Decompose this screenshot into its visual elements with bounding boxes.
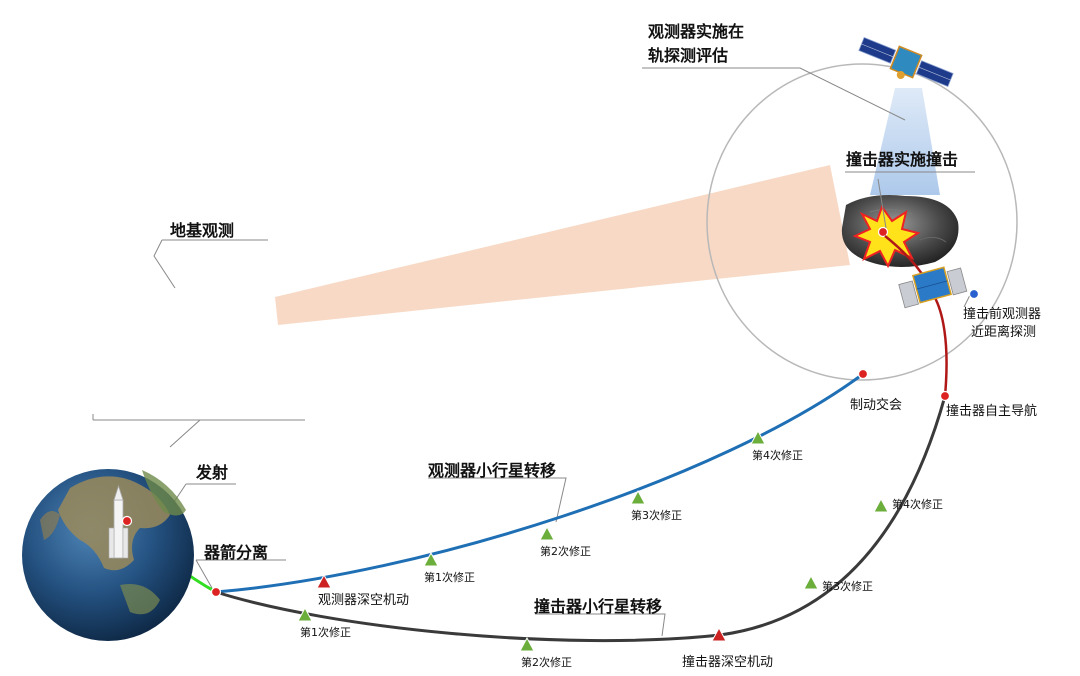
observer-maneuver-label: 观测器深空机动 (318, 593, 410, 608)
impactor-satellite-icon (898, 266, 968, 309)
separation-label: 器箭分离 (204, 543, 269, 562)
obs-correction-1-label: 第1次修正 (424, 571, 475, 584)
impact-point (877, 226, 889, 238)
imp-correction-1-label: 第1次修正 (300, 626, 351, 639)
ground-observation-label: 地基观测 (170, 221, 235, 240)
orbit-ellipse (706, 63, 1018, 381)
rocket-icon (108, 484, 129, 559)
close-detection-node (968, 288, 980, 300)
observer-maneuver-marker (316, 573, 332, 589)
obs-correction-1-marker (423, 551, 439, 567)
impact-label: 撞击器实施撞击 (846, 150, 959, 169)
obs-correction-4-label: 第4次修正 (752, 449, 803, 462)
observer-assessment-label-line1: 观测器实施在 (648, 22, 745, 41)
obs-correction-3-marker (630, 489, 646, 505)
impactor-transfer-label: 撞击器小行星转移 (534, 597, 663, 616)
observer-transfer-label: 观测器小行星转移 (428, 461, 557, 480)
imp-correction-2-label: 第2次修正 (521, 656, 572, 669)
impactor-autonav-label: 撞击器自主导航 (946, 404, 1038, 419)
observer-assessment-label-line2: 轨探测评估 (648, 46, 729, 65)
launch-label: 发射 (196, 463, 229, 482)
imp-correction-3-marker (803, 574, 819, 590)
ground-observation-beam (275, 165, 850, 325)
imp-correction-3-label: 第3次修正 (822, 580, 873, 593)
impactor-transfer-path (215, 395, 947, 643)
imp-correction-1-marker (297, 606, 313, 622)
imp-correction-2-marker (519, 636, 535, 652)
impactor-maneuver-label: 撞击器深空机动 (682, 655, 774, 670)
earth (22, 469, 194, 641)
impactor-autonav-node (939, 390, 951, 402)
observer-transfer-path (215, 372, 864, 594)
impactor-maneuver-marker (711, 626, 727, 642)
close-detection-label-line1: 撞击前观测器 (963, 307, 1042, 322)
obs-correction-2-marker (539, 525, 555, 541)
close-detection-label-line2: 近距离探测 (971, 325, 1037, 340)
observer-satellite-icon (858, 37, 954, 87)
separation-node (210, 586, 222, 598)
brake-rendezvous-label: 制动交会 (850, 398, 903, 413)
obs-correction-2-label: 第2次修正 (540, 545, 591, 558)
launch-node (121, 515, 133, 527)
obs-correction-4-marker (750, 429, 766, 445)
imp-correction-4-label: 第4次修正 (892, 498, 943, 511)
brake-rendezvous-node (857, 368, 869, 380)
obs-correction-3-label: 第3次修正 (631, 509, 682, 522)
imp-correction-4-marker (873, 497, 889, 513)
observer-beam (870, 88, 940, 195)
